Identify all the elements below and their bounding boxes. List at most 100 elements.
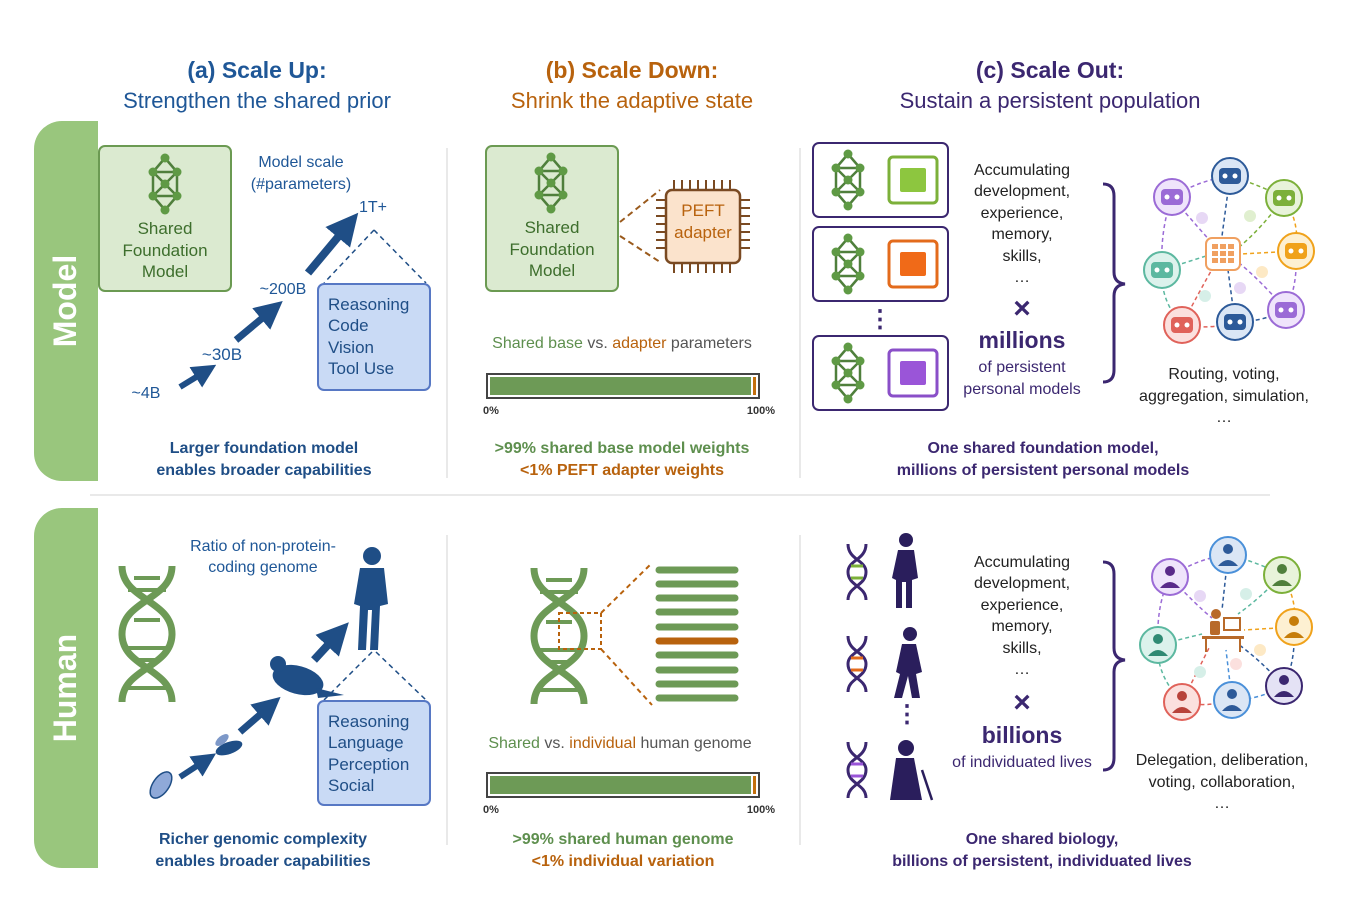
human-b-tick-100: 100% <box>747 804 775 816</box>
human-b-caption-orange: <1% individual variation <box>532 853 715 870</box>
human-a-caption-1: Richer genomic complexity <box>159 831 367 848</box>
human-b-caption-green: >99% shared human genome <box>513 831 734 848</box>
scale-arrow-3 <box>304 212 359 276</box>
capabilities-box-model <box>317 283 431 391</box>
model-c-right-2: aggregation, simulation, <box>1139 388 1309 405</box>
model-c-right-1: Routing, voting, <box>1168 366 1279 383</box>
scale-step-4b: ~4B <box>132 385 161 402</box>
foundation-box-b-line3: Model <box>529 261 575 280</box>
dna-small-purple <box>846 741 868 799</box>
cap-reasoning: Reasoning <box>328 295 409 314</box>
robot-avatar-yellow <box>1277 232 1315 270</box>
human-c-right-1: Delegation, deliberation, <box>1136 752 1309 769</box>
human-c-billions: billions <box>982 722 1063 748</box>
model-c-panel: ⋮ Accumulating development, experience, … <box>812 142 1315 479</box>
human-c-right-2: voting, collaboration, <box>1149 774 1296 791</box>
model-c-accum-4: memory, <box>991 226 1052 243</box>
dna-icon-large <box>118 565 176 703</box>
model-c-accum-3: experience, <box>981 205 1064 222</box>
robot-avatar-purple <box>1153 178 1191 216</box>
person-avatar-navy <box>1265 667 1303 705</box>
foundation-box-line3: Model <box>142 262 188 281</box>
model-b-caption-green: >99% shared base model weights <box>495 440 750 457</box>
robot-avatar-teal <box>1143 251 1181 289</box>
human-c-accum-4: memory, <box>991 618 1052 635</box>
woman-walking-icon <box>894 627 922 698</box>
model-c-ellipsis: ⋮ <box>868 306 892 333</box>
bacterium-icon <box>149 771 173 799</box>
model-c-millions: millions <box>979 327 1066 353</box>
foundation-box-b-line2: Foundation <box>509 240 594 259</box>
human-c-accum-1: Accumulating <box>974 554 1070 571</box>
person-avatar-purple <box>1151 558 1189 596</box>
model-c-sub-2: personal models <box>963 381 1080 398</box>
cap-vision: Vision <box>328 338 374 357</box>
header-b-title: (b) Scale Down: <box>546 57 719 83</box>
chip-icon-orange <box>887 239 939 289</box>
model-b-bar-adapter <box>753 377 756 395</box>
model-c-times: × <box>1013 292 1031 325</box>
robot-avatar-lilac <box>1267 291 1305 329</box>
header-b-subtitle: Shrink the adaptive state <box>511 88 753 113</box>
genome-stripes <box>655 566 739 702</box>
human-b-panel: Shared vs. individual human genome 0% 10… <box>483 562 775 870</box>
header-c-title: (c) Scale Out: <box>976 57 1124 83</box>
person-avatar-green <box>1263 556 1301 594</box>
human-b-tick-0: 0% <box>483 804 499 816</box>
person-avatar-teal <box>1139 626 1177 664</box>
model-a-caption-1: Larger foundation model <box>170 440 358 457</box>
model-a-caption-2: enables broader capabilities <box>156 462 371 479</box>
ratio-label-2: coding genome <box>208 559 318 576</box>
model-c-right-3: … <box>1216 409 1232 426</box>
scale-arrow-2 <box>233 301 283 343</box>
model-b-bar-shared <box>490 377 751 395</box>
chip-icon-green <box>887 155 939 205</box>
human-c-caption-2: billions of persistent, individuated liv… <box>892 853 1192 870</box>
human-c-right-3: … <box>1214 795 1230 812</box>
model-c-sub-1: of persistent <box>978 359 1066 376</box>
human-cap-language: Language <box>328 733 404 752</box>
foundation-box-b-line1: Shared <box>525 218 580 237</box>
header-c-subtitle: Sustain a persistent population <box>900 88 1201 113</box>
foundation-box-line2: Foundation <box>122 241 207 260</box>
model-c-accum-5: skills, <box>1002 248 1041 265</box>
ratio-label-1: Ratio of non-protein- <box>190 538 336 555</box>
cap-tool-use: Tool Use <box>328 359 394 378</box>
cap-code: Code <box>328 316 369 335</box>
person-walking-icon <box>892 533 918 608</box>
human-cap-reasoning: Reasoning <box>328 712 409 731</box>
person-avatar-blue <box>1209 536 1247 574</box>
chip-icon-adapter <box>656 180 750 273</box>
model-b-caption-orange: <1% PEFT adapter weights <box>520 462 724 479</box>
capabilities-box-human <box>317 700 431 806</box>
model-c-brace <box>1102 182 1126 384</box>
shared-foundation-box-a <box>98 145 232 292</box>
human-c-panel: ⋮ Accumulating development, experience, … <box>846 533 1313 870</box>
header-a-title: (a) Scale Up: <box>187 57 326 83</box>
model-b-tick-0: 0% <box>483 405 499 417</box>
model-c-accum-1: Accumulating <box>974 162 1070 179</box>
row-label-human: Human <box>47 634 83 742</box>
model-c-caption-1: One shared foundation model, <box>927 440 1158 457</box>
dna-small-orange <box>846 635 868 693</box>
adapter-label-2: adapter <box>674 223 732 242</box>
person-avatar-lightblue <box>1213 681 1251 719</box>
adapter-label-1: PEFT <box>681 201 724 220</box>
human-c-sub: of individuated lives <box>952 754 1092 771</box>
model-scale-label-2: (#parameters) <box>251 176 351 193</box>
scale-step-30b: ~30B <box>202 345 242 364</box>
human-b-bar-individual <box>753 776 756 794</box>
model-b-panel: Shared Foundation Model PEFT adapter Sha… <box>483 145 775 479</box>
human-c-accum-2: development, <box>974 575 1070 592</box>
model-a-panel: Shared Foundation Model Model scale (#pa… <box>98 145 431 479</box>
dna-small-green <box>846 543 868 601</box>
robot-avatar-red <box>1163 306 1201 344</box>
fly-icon <box>215 734 243 756</box>
human-a-caption-2: enables broader capabilities <box>155 853 370 870</box>
human-b-bar-label: Shared vs. individual human genome <box>488 735 751 752</box>
model-b-bar-label: Shared base vs. adapter parameters <box>492 335 752 352</box>
model-c-caption-2: millions of persistent personal models <box>897 462 1190 479</box>
scale-arrow-1 <box>178 364 217 390</box>
model-c-accum-2: development, <box>974 183 1070 200</box>
elderly-woman-icon <box>890 740 934 801</box>
